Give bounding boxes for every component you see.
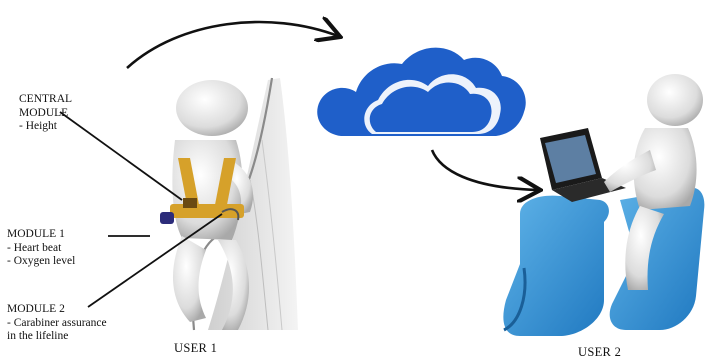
central-module-item: - Height [19,120,58,132]
pointer-module-2 [87,213,223,308]
user-1-label: USER 1 [174,341,218,355]
module-1-title: MODULE 1 [7,228,65,240]
module-1-label: MODULE 1 - Heart beat - Oxygen level [7,228,75,269]
harness-icon [160,158,244,224]
central-module-title-2: MODULE [19,106,69,119]
arrow-cloud-to-user [430,149,538,190]
desk-user-figure [503,74,705,336]
pointer-central-module [59,111,183,201]
module-2-title: MODULE 2 [7,303,65,315]
module-1-item-oxygen-level: - Oxygen level [7,255,76,267]
module-2-item-carabiner: - Carabiner assurance [7,316,107,329]
laptop-icon [540,128,626,202]
module-2-label: MODULE 2 - Carabiner assurance in the li… [7,303,107,344]
climber-figure [160,77,274,331]
cloud-icon [317,47,526,136]
central-module-title-1: CENTRAL [19,93,73,105]
module-1-item-heart-beat: - Heart beat [7,241,62,254]
user-2-label: USER 2 [578,345,622,359]
arrow-climber-to-cloud [126,22,338,69]
module-2-item-lifeline: in the lifeline [7,330,69,342]
central-module-label: CENTRAL MODULE - Height [19,93,72,134]
